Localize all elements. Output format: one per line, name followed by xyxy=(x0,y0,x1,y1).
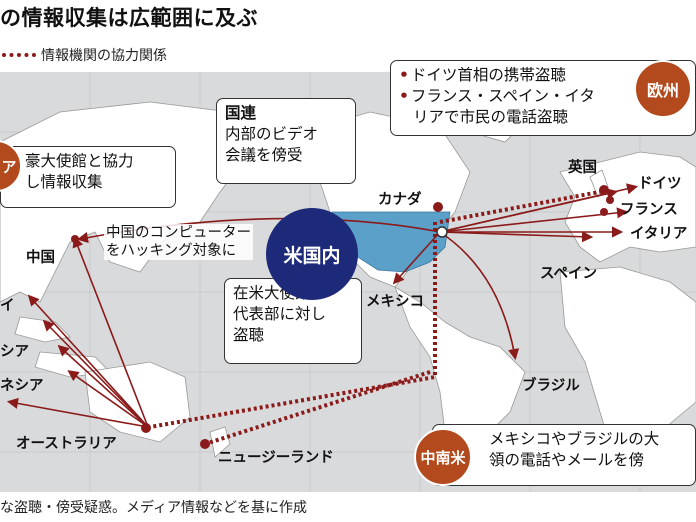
un-note-line-1: 内部のビデオ xyxy=(225,125,319,143)
label-indonesia: ネシア xyxy=(0,378,44,394)
surveillance-arrows xyxy=(6,183,639,428)
europe-note-line-2: フランス・スペイン・イタ xyxy=(410,87,595,105)
label-australia: オーストラリア xyxy=(16,436,117,452)
europe-note-line-3: リアで市民の電話盗聴 xyxy=(413,108,569,126)
latam-note-box: メキシコやブラジルの大 領の電話やメールを傍 xyxy=(432,424,696,486)
label-brazil: ブラジル xyxy=(522,378,580,394)
latam-badge: 中南米 xyxy=(414,428,472,486)
asia-badge-label: ア xyxy=(1,157,17,176)
china-note-line-2: をハッキング対象に xyxy=(106,243,237,259)
location-dots xyxy=(71,185,614,449)
world-map: •ドイツ首相の携帯盗聴 •フランス・スペイン・イタ リアで市民の電話盗聴 欧州 … xyxy=(0,60,696,492)
europe-note-line-1: ドイツ首相の携帯盗聴 xyxy=(410,66,566,84)
label-china: 中国 xyxy=(26,250,55,266)
cooperation-lines xyxy=(149,188,611,446)
legend: 情報機関の協力関係 xyxy=(2,45,167,65)
europe-badge: 欧州 xyxy=(634,60,692,118)
label-mexico: メキシコ xyxy=(366,294,424,310)
un-note-title: 国連 xyxy=(225,104,257,122)
label-canada: カナダ xyxy=(378,192,422,208)
label-spain: スペイン xyxy=(540,266,597,282)
label-thailand: イ xyxy=(0,298,15,314)
footer-note: な盗聴・傍受疑惑。メディア情報などを基に作成 xyxy=(0,500,308,516)
usa-note-line-2: 代表部に対し xyxy=(233,305,327,323)
latam-note-line-2: 領の電話やメールを傍 xyxy=(489,451,645,469)
asia-note-line-1: 豪大使館と協力 xyxy=(25,152,134,170)
legend-label: 情報機関の協力関係 xyxy=(41,48,167,64)
label-uk: 英国 xyxy=(568,160,597,176)
legend-dotted-line xyxy=(2,53,36,57)
latam-note-line-1: メキシコやブラジルの大 xyxy=(489,430,660,448)
china-note: 中国のコンピューター をハッキング対象に xyxy=(104,224,253,260)
usa-badge: 米国内 xyxy=(266,208,358,300)
un-note-box: 国連 内部のビデオ 会議を傍受 xyxy=(216,98,356,184)
page-title: の情報収集は広範囲に及ぶ xyxy=(0,6,258,30)
asia-badge: ア xyxy=(0,140,22,192)
washington-node xyxy=(436,226,448,238)
asia-note-line-2: し情報収集 xyxy=(25,173,103,191)
label-france: フランス xyxy=(620,202,678,218)
label-italy: イタリア xyxy=(630,226,688,242)
china-note-line-1: 中国のコンピューター xyxy=(106,225,251,241)
asia-note-box: 豪大使館と協力 し情報収集 xyxy=(0,146,176,208)
usa-note-line-3: 盗聴 xyxy=(233,326,265,344)
label-new-zealand: ニュージーランド xyxy=(218,450,334,466)
un-note-line-2: 会議を傍受 xyxy=(225,146,303,164)
label-germany: ドイツ xyxy=(638,176,682,192)
label-malaysia: シア xyxy=(0,344,29,360)
